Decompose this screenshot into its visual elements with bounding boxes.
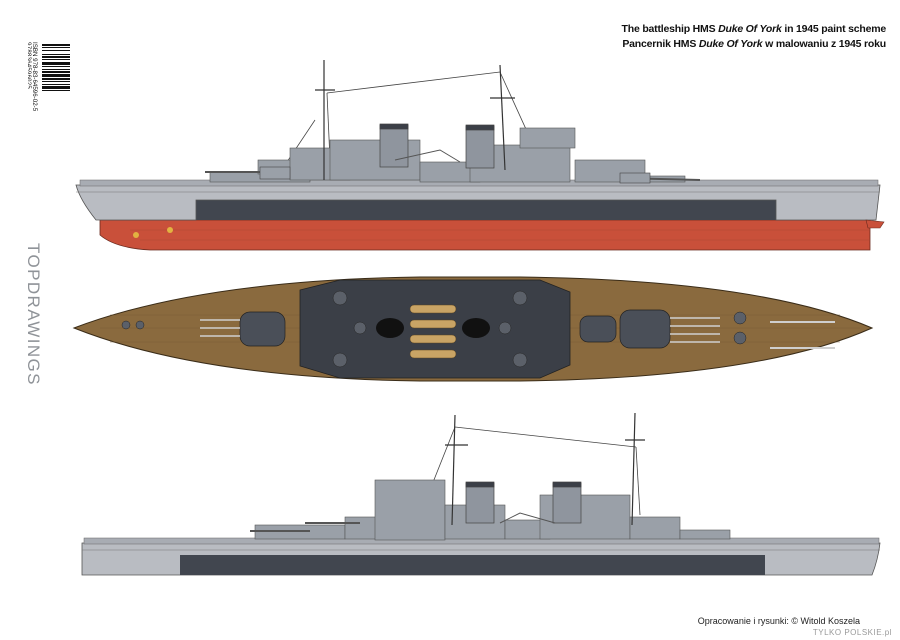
secondary-mounts [121, 290, 747, 368]
barcode-bar [42, 56, 70, 58]
plan-view-drawing [72, 276, 874, 382]
turret-barrels [200, 317, 720, 343]
barcode-bar [42, 74, 70, 77]
bow-fittings [770, 321, 835, 349]
isbn-barcode: ISBN 978-83-64596-02-5 9788364596025 [28, 42, 70, 112]
main-guns-port [250, 522, 360, 532]
hull-dark-band [196, 200, 776, 220]
barcode-bar [42, 71, 70, 73]
masts-port [445, 412, 645, 526]
hull-dark-band-port [180, 555, 765, 575]
barcode-bar [42, 78, 70, 80]
barcode-bar [42, 59, 70, 60]
barcode-bar [42, 44, 70, 46]
main-turrets [239, 309, 671, 349]
funnels [379, 123, 495, 169]
watermark: TYLKO POLSKIE.pl [812, 628, 892, 637]
caption-line-polish: Pancernik HMS Duke Of York w malowaniu z… [622, 38, 886, 50]
topdrawings-logo: TOPDRAWINGS [24, 243, 43, 386]
starboard-profile-drawing [75, 60, 885, 251]
isbn-text: ISBN 978-83-64596-02-5 [31, 42, 38, 112]
barcode-bar [42, 66, 70, 67]
port-profile-drawing [81, 412, 881, 576]
barcode-bar [42, 54, 70, 55]
isbn-digits: 9788364596025 [28, 42, 32, 89]
barcode-bar [42, 81, 70, 82]
barcode-bar [42, 47, 70, 48]
caption-line-english: The battleship HMS Duke Of York in 1945 … [621, 23, 887, 35]
ship-name-polish: Duke Of York [698, 38, 763, 50]
barcode-bar [42, 84, 70, 85]
ship-name-english: Duke Of York [718, 23, 782, 35]
barcode-bars [42, 44, 70, 91]
hull-red-antifouling [99, 219, 871, 251]
masts [315, 60, 515, 180]
drawing-credit: Opracowanie i rysunki: © Witold Koszela [697, 616, 860, 626]
hull-plating-lines [130, 229, 870, 241]
brand-text: TOPDRAWINGS [24, 243, 43, 386]
boats [409, 304, 457, 359]
barcode-bar [42, 50, 70, 51]
superstructure-port [254, 479, 731, 541]
barcode-bar [42, 90, 70, 91]
superstructure-deck [299, 279, 571, 379]
funnels-port [465, 481, 582, 524]
barcode-bar [42, 62, 70, 65]
barcode-bar [42, 69, 70, 70]
barcode-bar [42, 86, 70, 89]
caption: The battleship HMS Duke Of York in 1945 … [621, 22, 887, 52]
